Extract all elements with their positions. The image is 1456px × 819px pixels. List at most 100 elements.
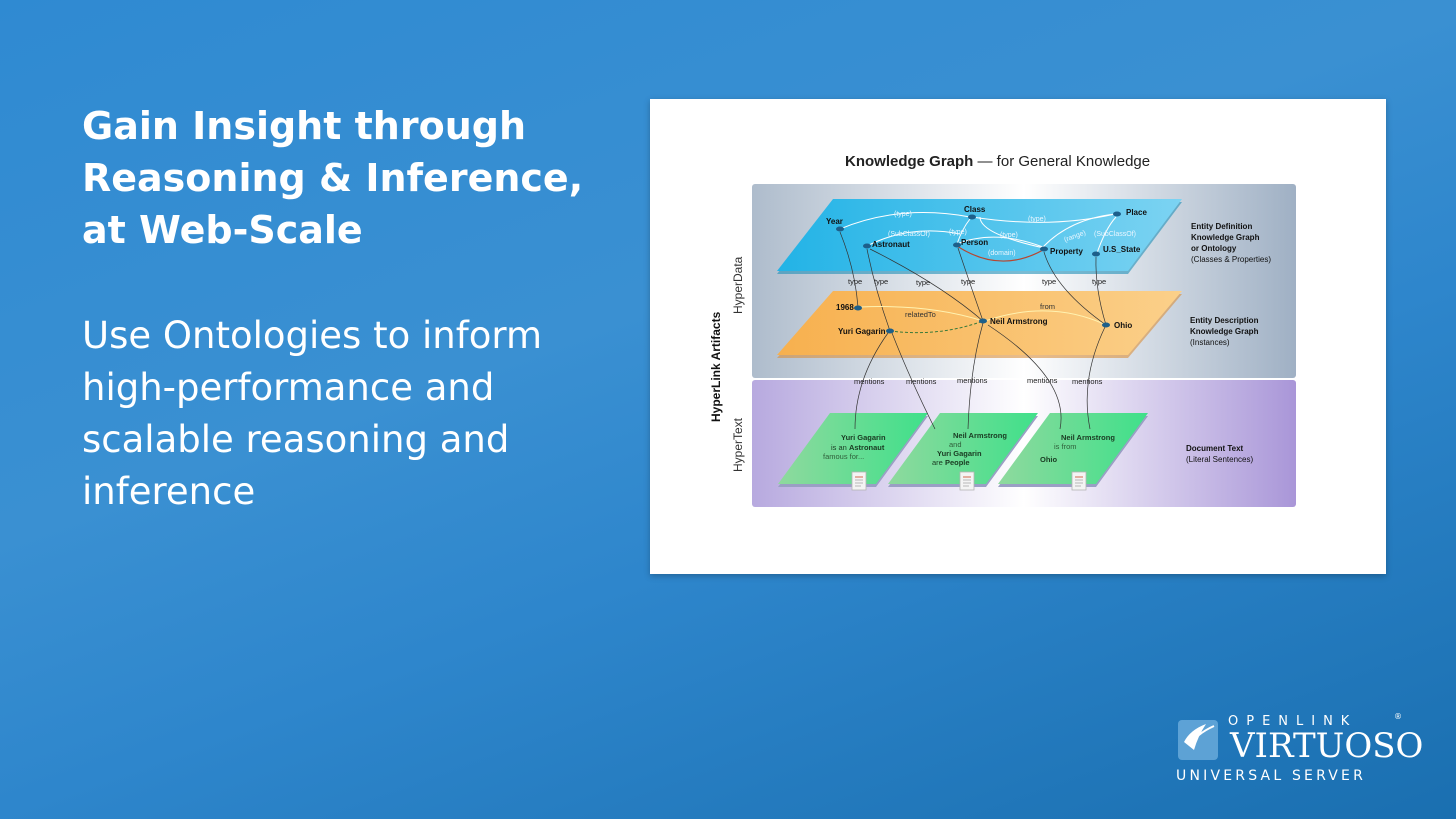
side-label-hypertext: HyperText — [731, 417, 745, 472]
subtext-line-1: Use Ontologies to inform — [82, 314, 542, 357]
virtuoso-logo: OPENLINK ® VIRTUOSO UNIVERSAL SERVER — [1172, 712, 1423, 792]
svg-text:are People: are People — [932, 458, 970, 467]
mention-label: mentions — [854, 377, 885, 386]
svg-text:or Ontology: or Ontology — [1191, 244, 1237, 253]
knowledge-graph-figure: Knowledge Graph — for General Knowledge … — [650, 99, 1386, 574]
diagram-title-rest: — for General Knowledge — [973, 153, 1150, 170]
subtext-line-4: inference — [82, 470, 256, 513]
slide-headline: Gain Insight through Reasoning & Inferen… — [82, 100, 622, 256]
mention-label: mentions — [957, 376, 988, 385]
node-ohio — [1102, 322, 1110, 328]
svg-text:is from: is from — [1054, 442, 1077, 451]
node-class — [968, 214, 976, 220]
node-label-ohio: Ohio — [1114, 321, 1132, 330]
svg-text:Ohio: Ohio — [1040, 455, 1057, 464]
node-astronaut — [863, 243, 871, 249]
svg-text:Yuri Gagarin: Yuri Gagarin — [937, 449, 982, 458]
node-yuri — [886, 328, 894, 334]
slide-subtext: Use Ontologies to inform high-performanc… — [82, 310, 622, 518]
edge-label: (type) — [1028, 216, 1046, 223]
node-label-neil: Neil Armstrong — [990, 317, 1048, 326]
svg-text:and: and — [949, 440, 962, 449]
document-icon — [959, 471, 975, 491]
doc-1-text: Yuri Gagarin is an Astronaut famous for.… — [823, 433, 886, 461]
svg-text:Document Text: Document Text — [1186, 444, 1244, 453]
svg-text:Knowledge Graph: Knowledge Graph — [1190, 327, 1259, 336]
svg-text:Entity Definition: Entity Definition — [1191, 222, 1252, 231]
node-us-state — [1092, 251, 1100, 257]
brand-universal-server: UNIVERSAL SERVER — [1176, 768, 1367, 784]
svg-text:Entity Description: Entity Description — [1190, 316, 1259, 325]
instance-nodes — [854, 305, 1110, 334]
node-label-year: Year — [826, 217, 843, 226]
subtext-line-2: high-performance and — [82, 366, 495, 409]
virtuoso-logo-icon — [1178, 720, 1218, 760]
brand-registered: ® — [1394, 712, 1402, 721]
node-label-place: Place — [1126, 208, 1147, 217]
node-label-us-state: U.S_State — [1103, 245, 1141, 254]
svg-text:Knowledge Graph: Knowledge Graph — [1191, 233, 1260, 242]
node-property — [1040, 246, 1048, 252]
node-label-property: Property — [1050, 247, 1083, 256]
document-icon — [851, 471, 867, 491]
doc-tile-2 — [888, 413, 1038, 484]
domain-edge — [956, 245, 1044, 262]
type-label: type — [961, 277, 975, 286]
brand-openlink: OPENLINK — [1228, 714, 1358, 729]
mention-label: mentions — [1027, 376, 1058, 385]
instance-edges — [859, 306, 1107, 326]
node-neil — [979, 318, 987, 324]
document-tiles — [778, 413, 1148, 487]
type-label: type — [1042, 277, 1056, 286]
document-icon — [1071, 471, 1087, 491]
headline-line-2: Reasoning & Inference, — [82, 156, 584, 200]
svg-text:(Instances): (Instances) — [1190, 338, 1230, 347]
doc-tile-3 — [998, 413, 1148, 484]
diagram-title: Knowledge Graph — for General Knowledge — [845, 153, 1150, 170]
type-label: type — [1092, 277, 1106, 286]
edge-label: (type) — [949, 229, 967, 236]
svg-text:Yuri Gagarin: Yuri Gagarin — [841, 433, 886, 442]
mention-label: mentions — [1072, 377, 1103, 386]
mention-label: mentions — [906, 377, 937, 386]
svg-text:(Classes & Properties): (Classes & Properties) — [1191, 255, 1271, 264]
node-label-astronaut: Astronaut — [872, 240, 910, 249]
edge-label: (domain) — [988, 250, 1016, 257]
layer-labels: Entity Definition Knowledge Graph or Ont… — [1186, 222, 1271, 464]
node-label-yuri: Yuri Gagarin — [838, 327, 886, 336]
type-label: type — [874, 277, 888, 286]
doc-3-text: Neil Armstrong is from Ohio — [1040, 433, 1115, 464]
node-1968 — [854, 305, 862, 311]
side-label-hyperlink: HyperLink Artifacts — [709, 311, 723, 422]
edge-label: (type) — [894, 211, 912, 218]
subtext-line-3: scalable reasoning and — [82, 418, 510, 461]
svg-text:famous for...: famous for... — [823, 452, 864, 461]
svg-text:(Literal Sentences): (Literal Sentences) — [1186, 455, 1253, 464]
type-label: type — [916, 278, 930, 287]
doc-2-text: Neil Armstrong and Yuri Gagarin are Peop… — [932, 431, 1007, 467]
ontology-edges — [839, 212, 1117, 257]
doc-tile-1 — [778, 413, 928, 484]
edge-label: (SubClassOf) — [888, 231, 930, 238]
edge-label: (type) — [1000, 232, 1018, 239]
node-place — [1113, 211, 1121, 217]
headline-line-3: at Web-Scale — [82, 208, 363, 252]
node-person — [953, 242, 961, 248]
ontology-nodes — [836, 211, 1121, 257]
knowledge-graph-diagram: Knowledge Graph — for General Knowledge … — [709, 153, 1296, 507]
edge-label: (SubClassOf) — [1094, 231, 1136, 238]
node-year — [836, 226, 844, 232]
node-label-1968: 1968 — [836, 303, 854, 312]
node-label-class: Class — [964, 205, 986, 214]
node-label-person: Person — [961, 238, 988, 247]
hypertext-box — [752, 380, 1296, 507]
svg-text:Neil Armstrong: Neil Armstrong — [1061, 433, 1115, 442]
svg-text:is an Astronaut: is an Astronaut — [831, 443, 885, 452]
edge-label-related: relatedTo — [905, 310, 936, 319]
diagram-title-bold: Knowledge Graph — [845, 153, 973, 170]
brand-virtuoso: VIRTUOSO — [1230, 726, 1424, 766]
edge-label-from: from — [1040, 302, 1055, 311]
type-label: type — [848, 277, 862, 286]
svg-text:Neil Armstrong: Neil Armstrong — [953, 431, 1007, 440]
mention-edges — [854, 322, 1106, 430]
